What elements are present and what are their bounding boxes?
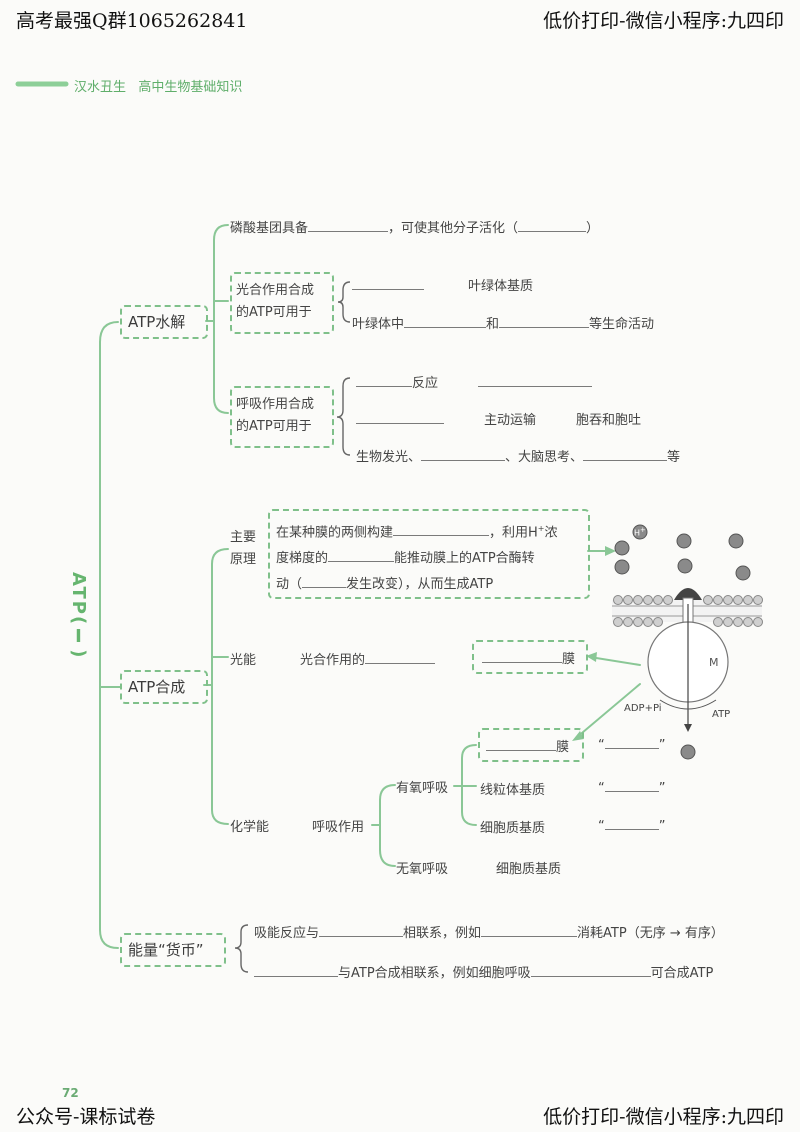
cytoplasm-matrix: 细胞质基质 [480,821,546,836]
banner-subject: 高中生物基础知识 [138,80,243,95]
quote-blank-3: “” [598,819,666,834]
quote-blank-1: “” [598,738,666,753]
chemical-energy: 化学能 [230,820,270,835]
atp-label: ATP [712,709,731,720]
atp-synthase-diagram [612,524,763,760]
photo-use-2: 叶绿体中和等生命活动 [352,317,655,332]
footer-official-account: 公众号-课标试卷 [16,1106,156,1128]
photo-use-1: 叶绿体基质 [352,275,533,294]
synthesis-label: ATP合成 [128,678,186,696]
page-number: 72 [62,1086,79,1100]
cytoplasm-matrix-anaerobic: 细胞质基质 [496,862,562,877]
h-ion-1: H+ [634,526,646,538]
respiration-label: 呼吸作用 [312,820,365,835]
anaerobic-label: 无氧呼吸 [396,862,449,877]
principle-text: 在某种膜的两侧构建，利用H+浓 度梯度的能推动膜上的ATP合酶转 动（发生改变）… [276,524,558,593]
light-energy: 光能 [230,653,257,668]
phosphate-line: 磷酸基团具备，可使其他分子活化（） [230,221,600,236]
currency-line-1: 吸能反应与相联系，例如消耗ATP（无序 → 有序） [254,926,724,941]
resp-use-2: 主动运输胞吞和胞吐 [356,409,641,428]
resp-atp-box: 呼吸作用合成的ATP可用于 [236,397,315,434]
book-banner: 汉水丑生 高中生物基础知识 [74,76,242,95]
light-membrane: 膜 [482,648,575,667]
resp-use-1: 反应 [356,372,593,391]
header-print-ad: 低价打印-微信小程序:九四印 [543,10,784,32]
currency-label: 能量“货币” [128,941,204,959]
resp-use-3: 生物发光、、大脑思考、等 [356,450,681,465]
aerobic-label: 有氧呼吸 [396,781,449,796]
mito-matrix: 线粒体基质 [480,783,546,798]
light-desc: 光合作用的 [300,649,436,668]
principle-label: 主要原理 [230,530,257,567]
adp-pi-label: ADP+Pi [624,703,662,714]
footer-print-ad: 低价打印-微信小程序:九四印 [543,1106,784,1128]
photo-atp-box: 光合作用合成的ATP可用于 [236,283,315,320]
currency-line-2: 与ATP合成相联系，例如细胞呼吸可合成ATP [254,962,713,981]
hydrolysis-label: ATP水解 [128,313,186,331]
mitochondria-m-label: M [709,656,719,669]
aerobic-membrane: 膜 [486,736,569,755]
root-title: ATP(Ⅰ) [68,572,89,660]
header-qq-group: 高考最强Q群1065262841 [16,10,248,32]
banner-author: 汉水丑生 [74,80,127,95]
quote-blank-2: “” [598,781,666,796]
